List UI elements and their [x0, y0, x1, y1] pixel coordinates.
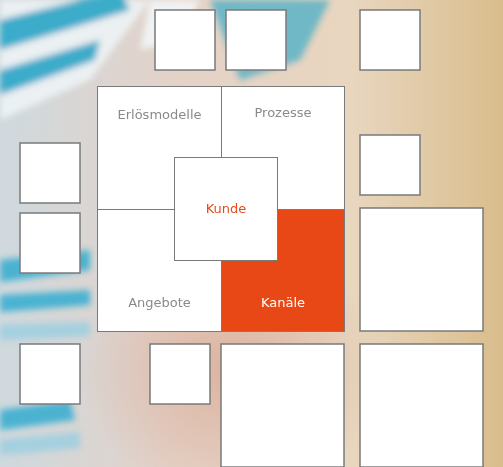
- node-label: Angebote: [128, 295, 191, 311]
- empty-squares: [20, 10, 483, 467]
- center-box: Kunde: [174, 157, 278, 261]
- node-label: Prozesse: [255, 105, 312, 121]
- node-label: Erlösmodelle: [118, 107, 202, 123]
- node-label: Kanäle: [261, 295, 305, 311]
- node-label: Kunde: [206, 201, 247, 217]
